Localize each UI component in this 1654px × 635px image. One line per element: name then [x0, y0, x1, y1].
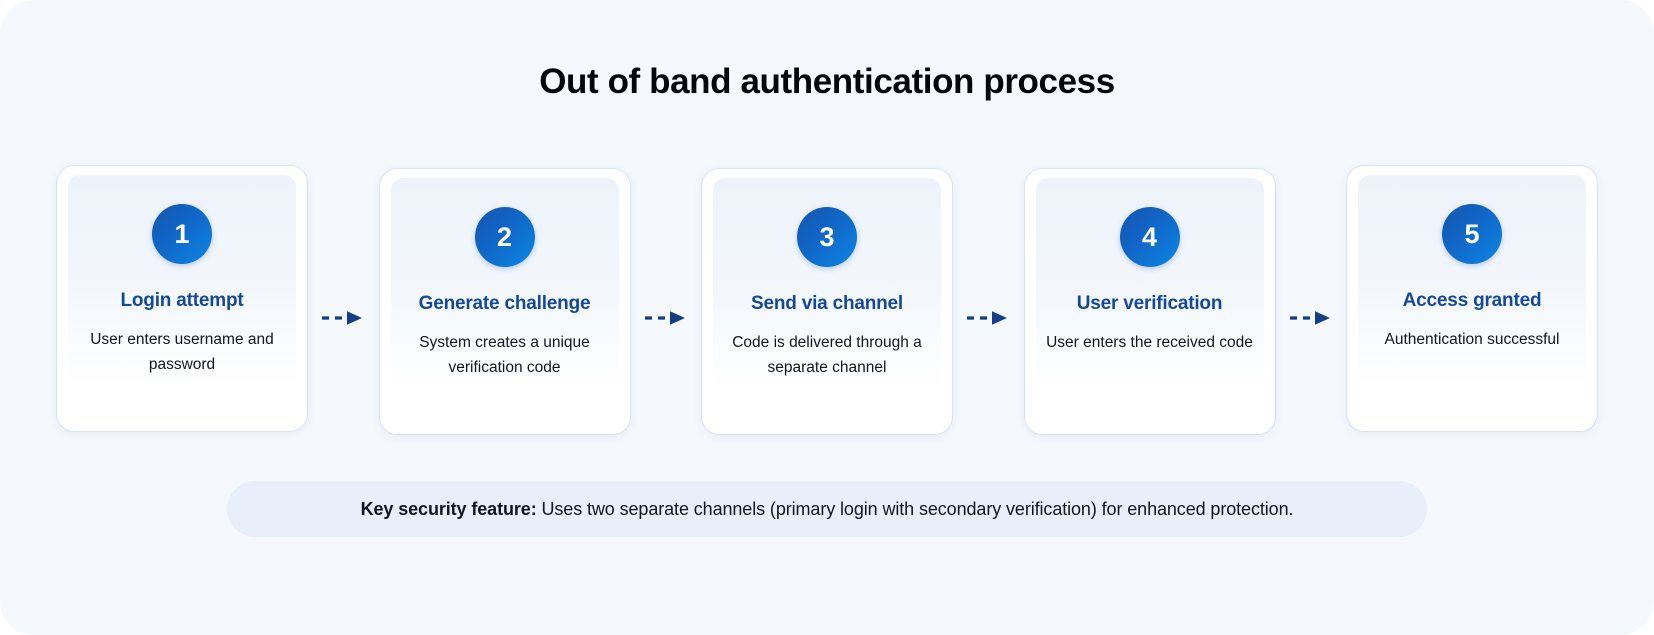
step-description: Authentication successful: [1384, 331, 1560, 348]
connector-2-to-3: [630, 166, 703, 431]
step-4: 4 User verification User enters the rece…: [1024, 169, 1275, 434]
step-number-badge: 2: [474, 207, 535, 267]
connector-3-to-4: [952, 166, 1025, 431]
step-card[interactable]: 5 Access granted Authentication successf…: [1347, 166, 1597, 431]
key-security-feature-banner: Key security feature: Uses two separate …: [227, 481, 1427, 537]
step-description: User enters username and password: [90, 331, 274, 374]
banner-label: Key security feature:: [360, 498, 537, 519]
step-description: System creates a unique verification cod…: [419, 334, 590, 377]
arrow-right-icon: [644, 311, 685, 325]
step-1: 1 Login attempt User enters username and…: [57, 166, 307, 431]
arrow-right-icon: [322, 311, 363, 325]
banner-body: Uses two separate channels (primary logi…: [536, 498, 1294, 519]
banner-text: Key security feature: Uses two separate …: [361, 499, 1294, 520]
step-number-badge: 5: [1442, 204, 1502, 264]
arrow-right-icon: [967, 311, 1008, 325]
step-title: Generate challenge: [418, 293, 591, 314]
step-number-badge: 4: [1119, 207, 1180, 267]
connector-4-to-5: [1275, 166, 1348, 431]
step-description: User enters the received code: [1046, 334, 1253, 351]
process-steps-row: 1 Login attempt User enters username and…: [57, 166, 1597, 434]
step-card[interactable]: 3 Send via channel Code is delivered thr…: [702, 169, 952, 434]
step-title: User verification: [1076, 293, 1223, 314]
page-title: Out of band authentication process: [539, 62, 1115, 101]
step-number-badge: 3: [797, 207, 857, 267]
step-number-badge: 1: [152, 204, 212, 264]
step-card[interactable]: 1 Login attempt User enters username and…: [57, 166, 307, 431]
step-3: 3 Send via channel Code is delivered thr…: [702, 169, 952, 434]
connector-1-to-2: [307, 166, 380, 431]
step-card[interactable]: 4 User verification User enters the rece…: [1024, 169, 1275, 434]
step-5: 5 Access granted Authentication successf…: [1347, 166, 1597, 431]
step-title: Login attempt: [120, 290, 244, 311]
step-title: Access granted: [1402, 290, 1542, 311]
step-2: 2 Generate challenge System creates a un…: [379, 169, 630, 434]
step-title: Send via channel: [750, 293, 904, 314]
step-description: Code is delivered through a separate cha…: [732, 334, 922, 377]
step-card[interactable]: 2 Generate challenge System creates a un…: [379, 169, 630, 434]
arrow-right-icon: [1289, 311, 1330, 325]
